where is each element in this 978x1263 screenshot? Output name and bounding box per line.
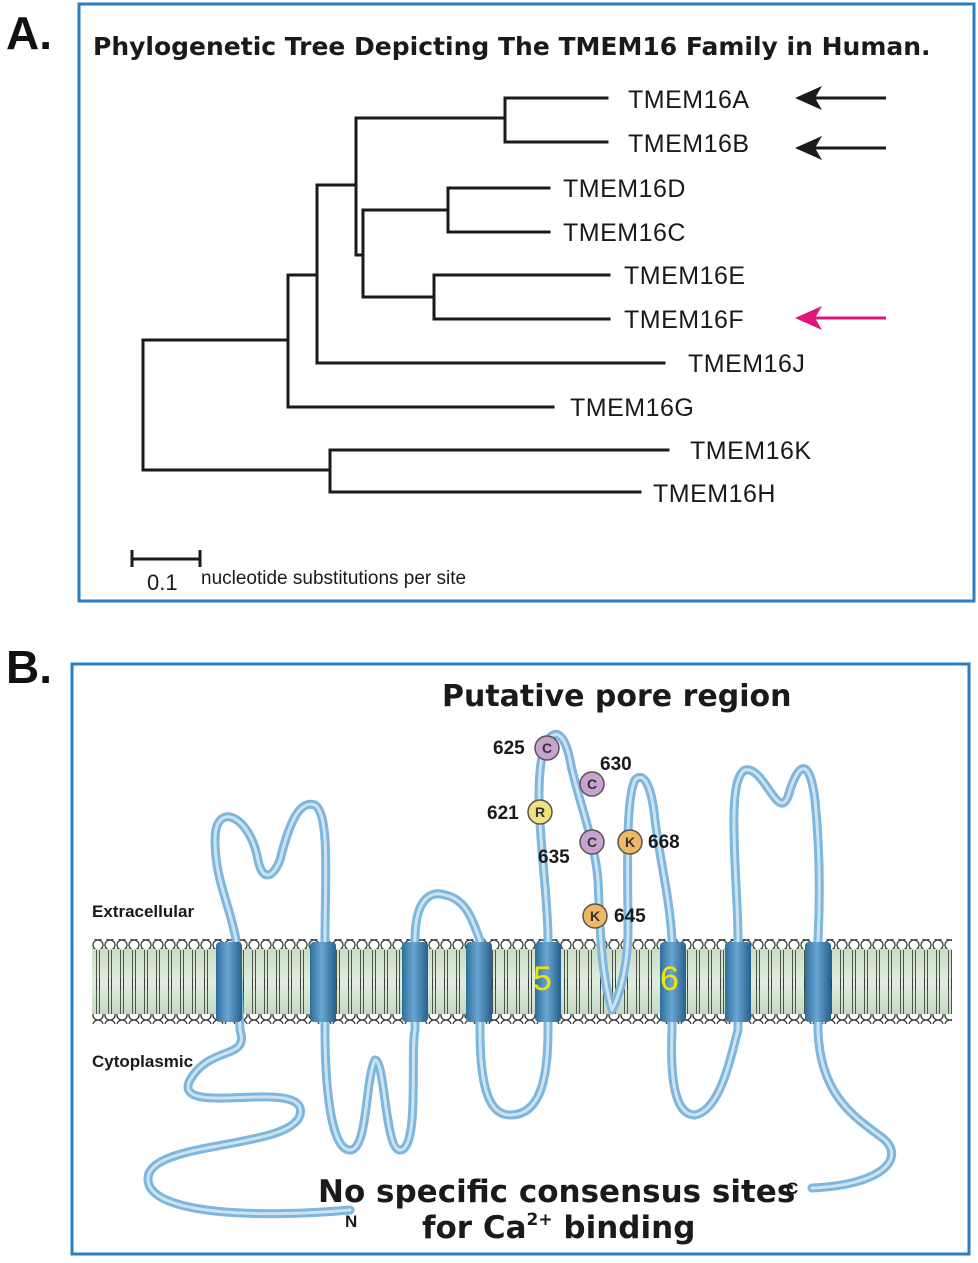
helix-8 xyxy=(805,942,831,1022)
residue-k668-number: 668 xyxy=(648,832,680,853)
consensus-sites-line1: No specific consensus sites xyxy=(318,1174,795,1210)
n-terminus-label: N xyxy=(345,1212,357,1231)
residue-k668-letter: K xyxy=(625,834,635,850)
consensus-sites-line2: for Ca2+ binding xyxy=(422,1210,695,1246)
residue-c630-letter: C xyxy=(587,776,597,792)
leaf-tmem16j: TMEM16J xyxy=(688,350,805,378)
root-children xyxy=(141,338,332,472)
j-split xyxy=(315,183,666,365)
g-split xyxy=(286,273,555,409)
helix-2 xyxy=(310,942,336,1022)
arrow-tmem16b xyxy=(795,136,886,160)
cdef-split xyxy=(361,208,450,299)
dc-clade xyxy=(446,186,551,234)
leaf-tmem16e: TMEM16E xyxy=(624,262,746,290)
residue-c630: C xyxy=(579,771,605,797)
panel-b-letter: B. xyxy=(6,641,52,693)
leaf-tmem16b: TMEM16B xyxy=(628,130,750,158)
panel-a-title: Phylogenetic Tree Depicting The TMEM16 F… xyxy=(93,32,931,61)
arrow-tmem16a xyxy=(795,86,886,110)
helix-7 xyxy=(725,942,751,1022)
residue-k645: K xyxy=(582,903,608,929)
residue-c635-number: 635 xyxy=(538,847,570,868)
transmembrane-helices xyxy=(216,942,831,1022)
leaf-tmem16a: TMEM16A xyxy=(628,86,750,114)
leaf-tmem16d: TMEM16D xyxy=(563,175,686,203)
scale-label: nucleotide substitutions per site xyxy=(201,568,466,589)
kh-clade xyxy=(328,448,670,494)
arrow-tmem16f xyxy=(795,306,886,330)
residue-k645-number: 645 xyxy=(614,906,646,927)
phylogenetic-tree xyxy=(141,96,670,494)
leaf-tmem16h: TMEM16H xyxy=(653,480,776,508)
leaf-tmem16c: TMEM16C xyxy=(563,219,686,247)
residue-c625-letter: C xyxy=(542,740,552,756)
ef-clade xyxy=(432,273,611,321)
leaf-tmem16f: TMEM16F xyxy=(624,306,744,334)
residue-r621: R xyxy=(527,799,553,825)
panel-b-title: Putative pore region xyxy=(442,679,791,714)
leaf-tmem16k: TMEM16K xyxy=(690,437,812,465)
c-terminus-label: C xyxy=(786,1179,798,1198)
helix-label-6: 6 xyxy=(660,960,679,998)
panel-a-frame xyxy=(77,2,976,603)
residue-c630-number: 630 xyxy=(600,754,632,775)
helix-6 xyxy=(660,942,686,1022)
helix-label-5: 5 xyxy=(533,960,552,998)
residue-c635: C xyxy=(579,829,605,855)
helix-4 xyxy=(466,942,492,1022)
residue-c625-number: 625 xyxy=(493,738,525,759)
cytoplasmic-label: Cytoplasmic xyxy=(92,1052,193,1071)
residue-c625: C xyxy=(534,735,560,761)
scale-bar xyxy=(130,550,202,567)
scale-value: 0.1 xyxy=(147,570,178,595)
residue-k645-letter: K xyxy=(590,908,600,924)
ab-clade xyxy=(503,96,609,144)
residue-c635-letter: C xyxy=(587,834,597,850)
helix-1 xyxy=(216,942,242,1022)
protein-chain xyxy=(143,730,897,1219)
panel-b-frame xyxy=(70,662,971,1256)
extracellular-label: Extracellular xyxy=(92,902,194,921)
leaf-tmem16g: TMEM16G xyxy=(570,394,694,422)
helix-3 xyxy=(402,942,428,1022)
residue-r621-number: 621 xyxy=(487,803,519,824)
residue-r621-letter: R xyxy=(535,804,545,820)
helix-5 xyxy=(535,942,561,1022)
residue-k668: K xyxy=(617,829,643,855)
panel-a-letter: A. xyxy=(6,7,52,59)
